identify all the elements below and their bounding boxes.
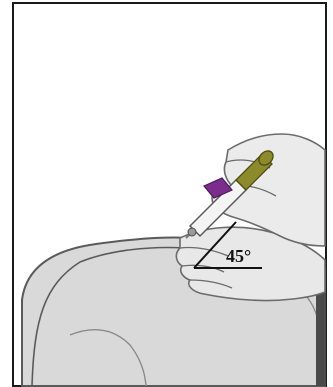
- angle-label: 45°: [226, 246, 251, 266]
- pen-tip: [188, 228, 196, 236]
